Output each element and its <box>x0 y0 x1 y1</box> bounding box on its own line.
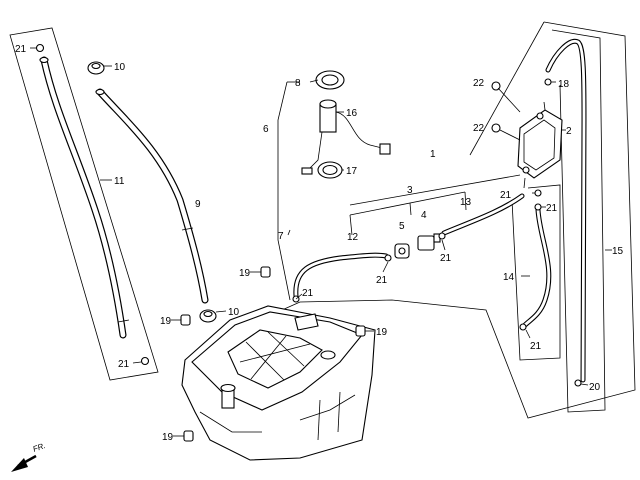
clamp-10-top <box>87 61 112 75</box>
clamp-21-bottom-left <box>132 356 150 366</box>
filter-5 <box>394 243 410 259</box>
callout-4: 4 <box>421 210 427 221</box>
left-hose-group-boundary <box>9 27 159 381</box>
callout-6: 6 <box>263 124 269 135</box>
callout-21: 21 <box>440 253 452 264</box>
callout-19: 19 <box>376 327 388 338</box>
fuel-filter-2 <box>517 101 566 189</box>
callout-14: 14 <box>503 272 515 283</box>
grommet-19-b <box>171 314 191 326</box>
front-direction-label: FR. <box>32 441 47 454</box>
bolt-22-b <box>491 123 521 141</box>
clamp-21-center-b <box>382 254 392 273</box>
callout-13: 13 <box>460 197 472 208</box>
bolt-22-a <box>491 81 521 113</box>
callout-21: 21 <box>546 203 558 214</box>
front-direction-arrow-icon <box>11 454 37 472</box>
retaining-ring-8 <box>315 70 345 90</box>
grommet-19-a <box>250 266 271 278</box>
pipe-15 <box>545 38 587 383</box>
callout-19: 19 <box>239 268 251 279</box>
callout-10: 10 <box>114 62 126 73</box>
right-pipe-group-boundary <box>551 29 606 413</box>
grommet-19-c <box>355 325 374 337</box>
callout-18: 18 <box>558 79 570 90</box>
hose-14 <box>522 207 552 328</box>
bracket-12-tick <box>349 214 353 236</box>
fuel-pump-unit-16 <box>301 99 391 175</box>
clamp-10-bottom <box>199 309 227 323</box>
callout-11: 11 <box>114 176 125 187</box>
callout-7: 7 <box>278 231 284 242</box>
callout-16: 16 <box>346 108 358 119</box>
callout-5: 5 <box>399 221 405 232</box>
connector-4 <box>417 233 441 251</box>
clamp-21-right-a <box>532 189 542 197</box>
clamp-20 <box>574 379 589 387</box>
callout-12: 12 <box>347 232 359 243</box>
callout-21: 21 <box>500 190 512 201</box>
hose-14-group-boundary <box>511 184 561 361</box>
bracket-3 <box>349 191 466 216</box>
clamp-18 <box>544 78 556 86</box>
callout-19: 19 <box>160 316 172 327</box>
leader-7 <box>287 229 291 236</box>
callout-17: 17 <box>346 166 358 177</box>
main-assembly-boundary <box>281 21 636 419</box>
boundary-mid-line <box>349 174 521 206</box>
callout-21: 21 <box>302 288 314 299</box>
callout-2: 2 <box>566 126 572 137</box>
fuel-tank <box>181 305 376 461</box>
callout-3: 3 <box>407 185 413 196</box>
clamp-21-right-c <box>519 323 531 339</box>
callout-21: 21 <box>15 44 27 55</box>
clamp-21-center-a <box>292 293 303 303</box>
callout-1: 1 <box>430 149 436 160</box>
callout-10: 10 <box>228 307 240 318</box>
callout-21: 21 <box>376 275 388 286</box>
callout-15: 15 <box>612 246 624 257</box>
callout-20: 20 <box>589 382 601 393</box>
gasket-17 <box>317 161 344 179</box>
bracket-3-tick <box>409 202 412 216</box>
bracket-13-tick <box>464 191 467 211</box>
clamp-21-top-left <box>30 43 45 53</box>
callout-labels: 21 10 11 9 10 21 19 19 19 19 8 6 7 16 17… <box>15 44 624 443</box>
callout-22: 22 <box>473 123 485 134</box>
group-boundaries <box>9 21 636 419</box>
boundary-upper-diagonal <box>469 21 545 156</box>
fuel-hose-12 <box>293 252 389 299</box>
leader-8b <box>309 79 319 83</box>
hose-11 <box>39 56 130 339</box>
hose-9 <box>95 88 209 304</box>
fuel-hose-13 <box>441 193 525 236</box>
callout-9: 9 <box>195 199 201 210</box>
grommet-19-d <box>173 430 194 442</box>
clamp-21-center-c <box>438 232 446 251</box>
bracket-6-7 <box>277 81 291 301</box>
callout-8: 8 <box>295 78 301 89</box>
callout-21: 21 <box>118 359 130 370</box>
callout-19: 19 <box>162 432 174 443</box>
callout-22: 22 <box>473 78 485 89</box>
clamp-21-right-b <box>534 203 546 211</box>
callout-21: 21 <box>530 341 542 352</box>
